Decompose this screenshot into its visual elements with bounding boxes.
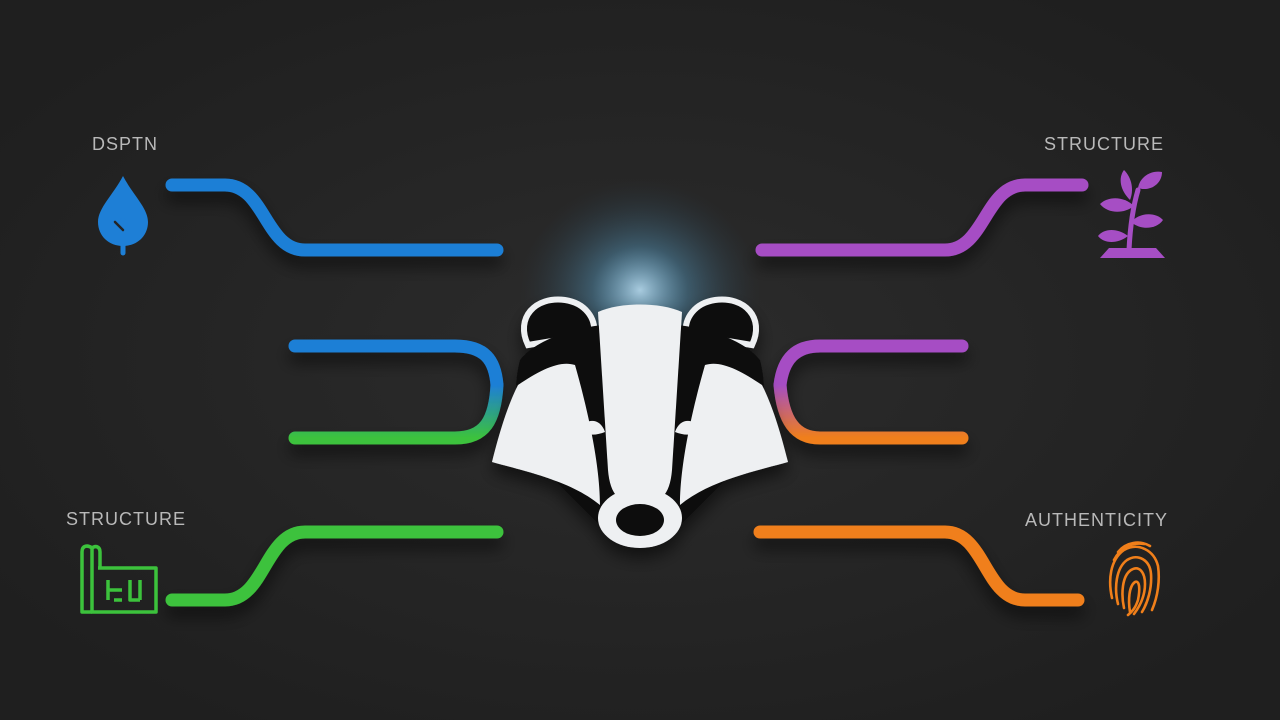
connector-mid-right-lower	[773, 378, 969, 445]
connector-bottom-left	[165, 525, 504, 607]
connector-top-left	[165, 178, 504, 257]
label-top-right: STRUCTURE	[1044, 134, 1164, 154]
connector-bottom-right	[753, 525, 1085, 607]
label-bottom-right: AUTHENTICITY	[1024, 510, 1168, 530]
label-top-left: DSPTN	[92, 134, 159, 154]
badger-head-logo	[492, 296, 788, 548]
label-bottom-left: STRUCTURE	[66, 509, 186, 529]
connector-top-right	[755, 178, 1089, 257]
connector-mid-right-upper	[773, 339, 969, 392]
fingerprint-icon	[1108, 541, 1161, 617]
blueprint-structure-icon	[80, 544, 158, 614]
plant-sprout-icon	[1098, 170, 1165, 258]
connector-mid-left-upper	[288, 339, 504, 392]
water-drop-icon	[98, 176, 148, 256]
connector-mid-left-lower	[288, 378, 504, 445]
